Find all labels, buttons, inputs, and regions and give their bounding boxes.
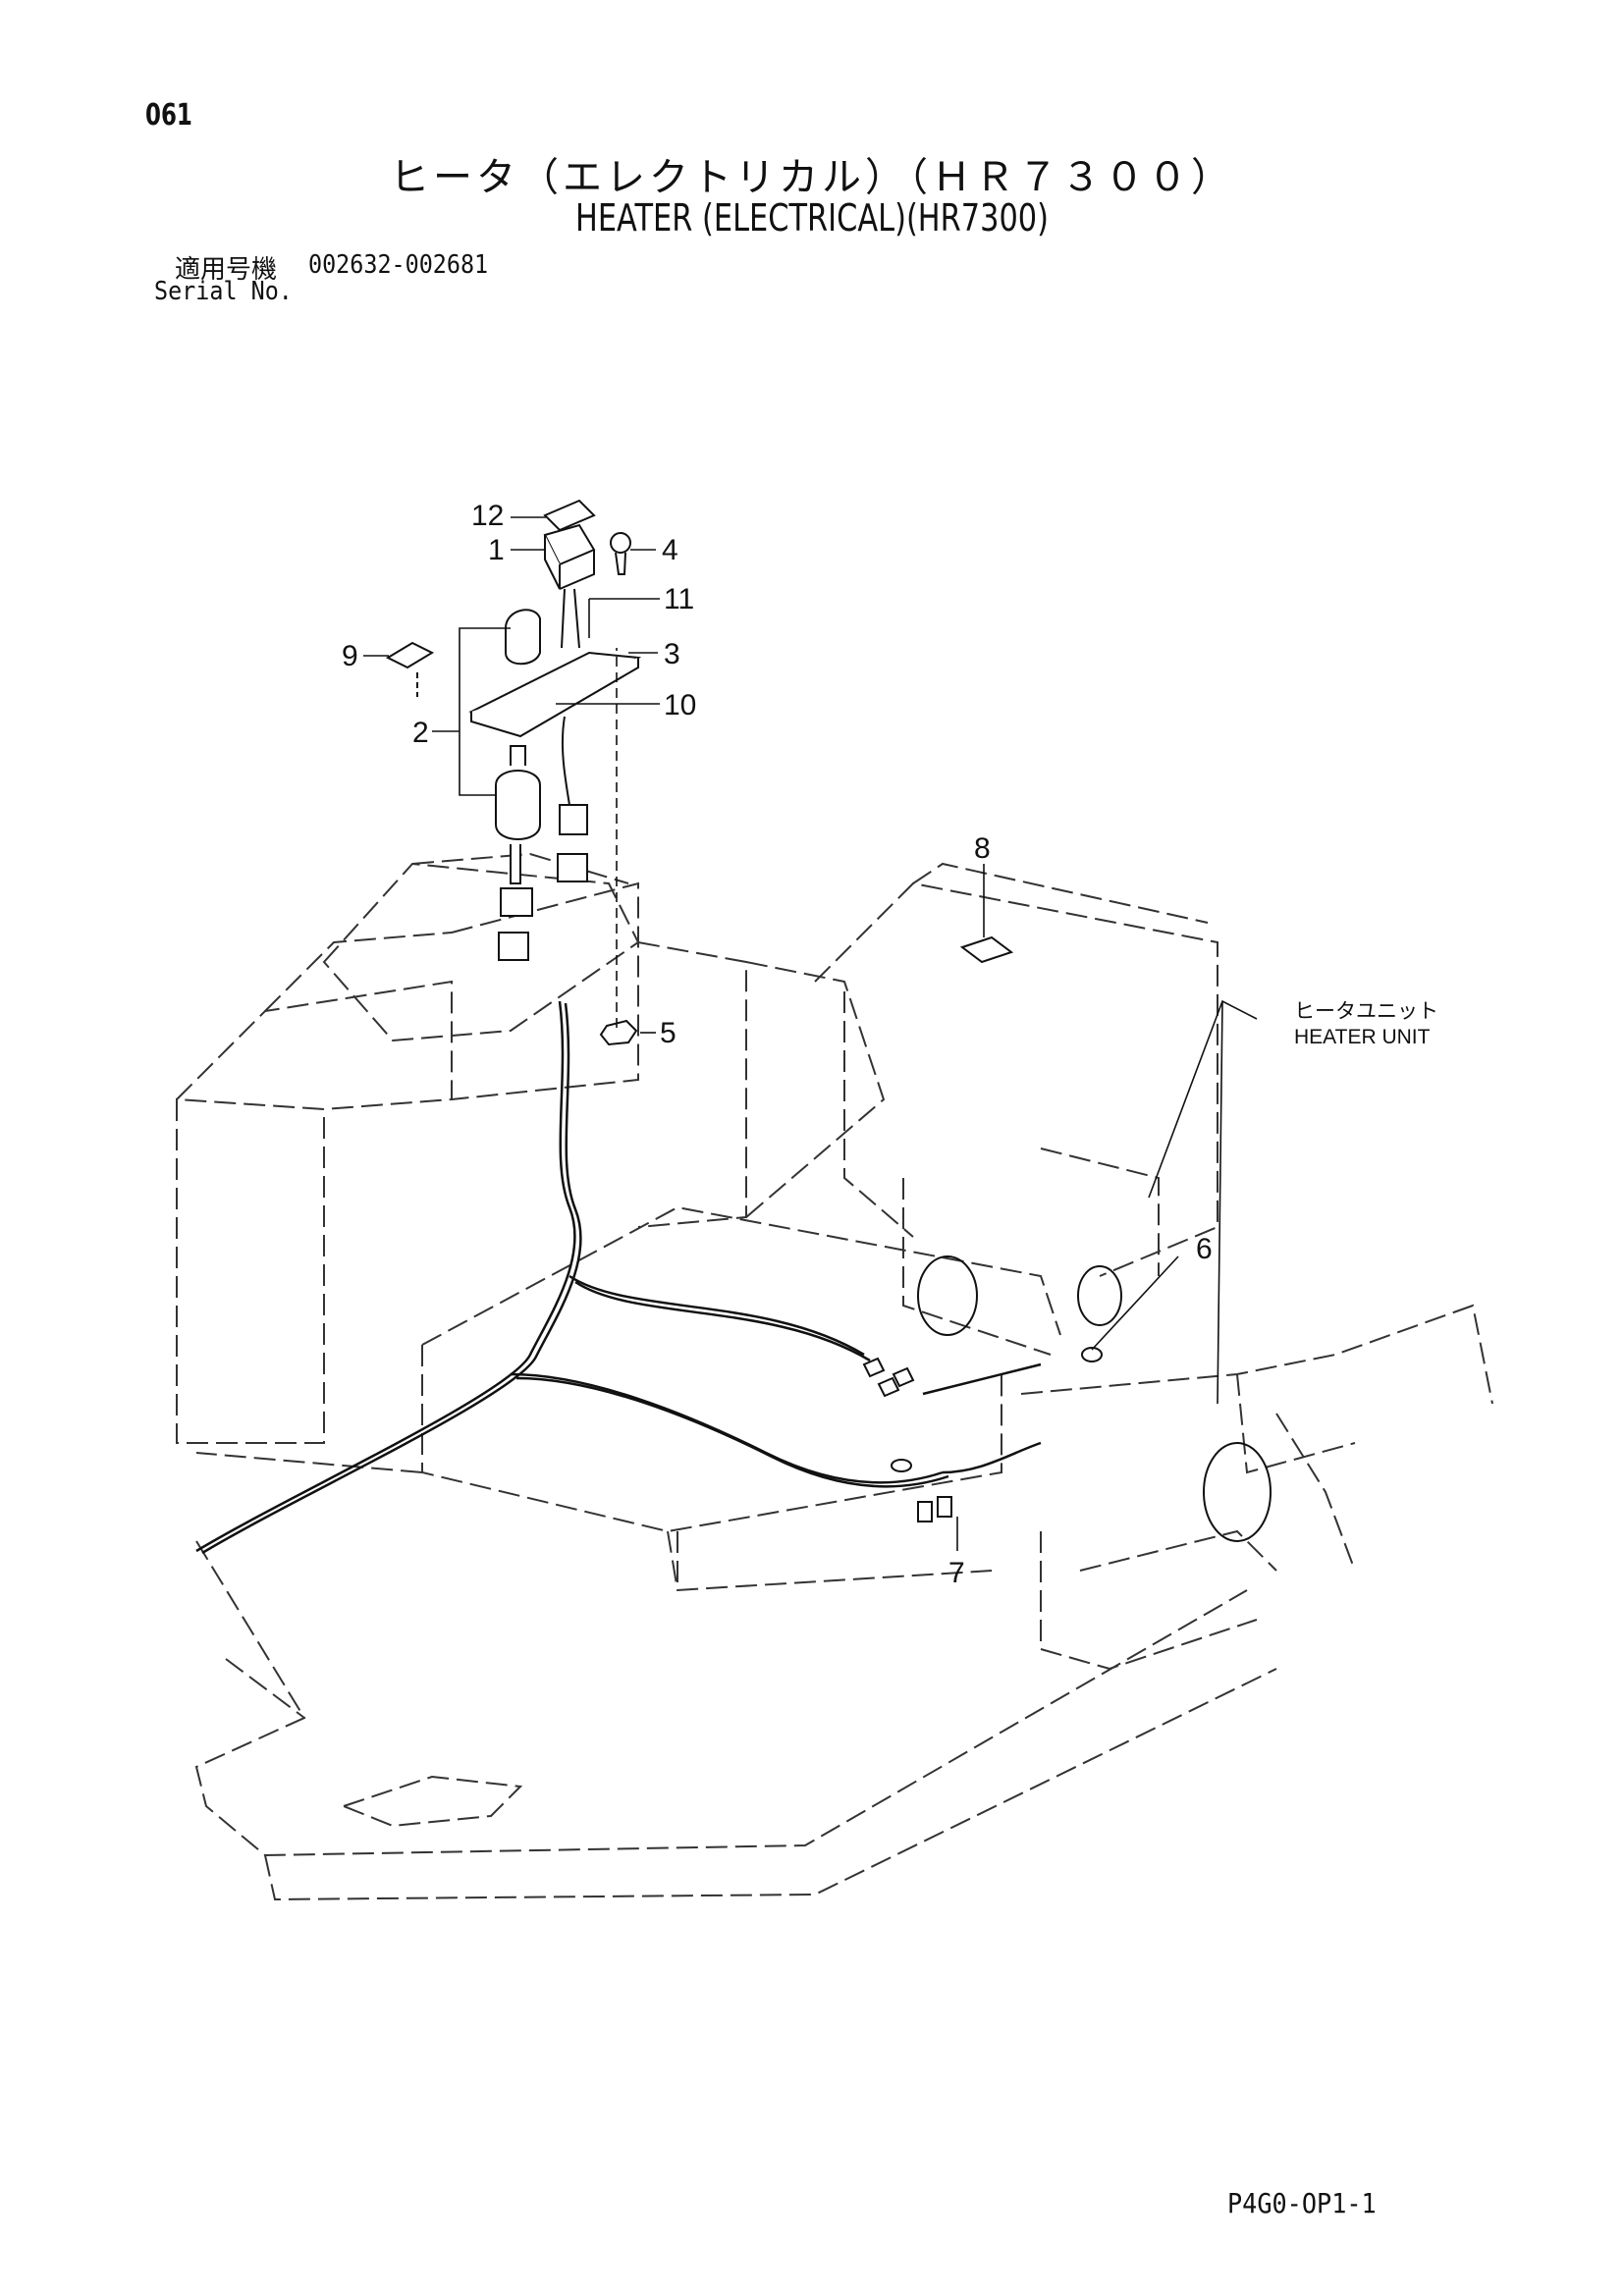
callout-1: 1 <box>488 534 505 566</box>
callout-8: 8 <box>974 832 991 865</box>
callout-10: 10 <box>664 689 696 721</box>
callout-11: 11 <box>664 583 694 615</box>
callout-4: 4 <box>662 534 678 566</box>
leader-lines <box>363 516 1258 1551</box>
callout-3: 3 <box>664 638 680 670</box>
page-title-en: HEATER (ELECTRICAL)(HR7300) <box>574 196 1050 240</box>
heater-unit-label-en: HEATER UNIT <box>1294 1026 1431 1048</box>
callout-6: 6 <box>1196 1233 1213 1265</box>
serial-label-jp: 適用号機 <box>175 255 278 285</box>
serial-label-en: Serial No. <box>154 277 293 306</box>
callout-12: 12 <box>471 500 504 532</box>
serial-range: 002632-002681 <box>308 250 489 280</box>
callout-7: 7 <box>948 1557 965 1589</box>
wiring-harness <box>195 1000 1042 1555</box>
callout-labels: 12 1 4 11 3 9 10 2 8 5 6 7 ヒータユニット HEATE… <box>342 500 1438 1589</box>
page-number: 061 <box>145 98 192 133</box>
document-code: P4G0-OP1-1 <box>1227 2187 1377 2219</box>
heater-unit-label-jp: ヒータユニット <box>1294 1000 1438 1023</box>
callout-5: 5 <box>660 1017 677 1049</box>
callout-9: 9 <box>342 640 358 672</box>
switch-assembly <box>385 499 1272 1542</box>
machine-outline <box>176 852 1493 1901</box>
page-title-jp: ヒータ（エレクトリカル）（ＨＲ７３００） <box>390 155 1234 200</box>
callout-2: 2 <box>412 717 429 749</box>
